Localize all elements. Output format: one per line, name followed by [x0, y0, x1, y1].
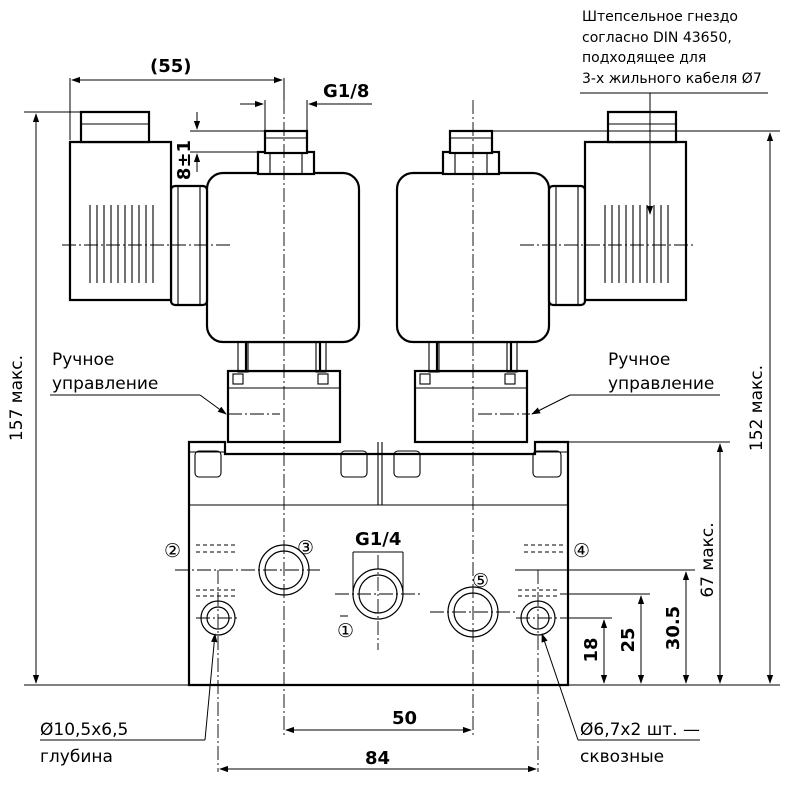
port-5-label: ⑤	[472, 570, 489, 592]
dimension-lines	[24, 76, 780, 773]
dim-84: 84	[365, 748, 390, 769]
dim-30-5: 30.5	[663, 606, 684, 650]
socket-note-line-1: Штепсельное гнездо	[582, 9, 738, 25]
dim-50: 50	[392, 708, 417, 729]
manual-left-line-1: Ручное	[52, 350, 114, 370]
port-1-label: ①	[337, 620, 354, 642]
left-solenoid-valve	[68, 110, 361, 444]
hole-right-line-1: Ø6,7x2 шт. —	[580, 720, 700, 740]
leader-lines	[40, 92, 768, 741]
manual-right-line-2: управление	[608, 374, 714, 394]
socket-note-line-2: согласно DIN 43650,	[582, 30, 732, 46]
manual-left-line-2: управление	[52, 374, 158, 394]
dim-157-max: 157 макс.	[7, 355, 27, 441]
center-lines	[62, 100, 694, 772]
dim-g18: G1/8	[323, 81, 369, 102]
hole-right-line-2: сквозные	[580, 747, 664, 767]
hole-left-line-2: глубина	[40, 747, 113, 767]
dim-25: 25	[618, 627, 639, 652]
dim-18: 18	[581, 637, 602, 662]
dim-55: (55)	[150, 56, 192, 77]
dim-g14: G1/4	[355, 529, 401, 550]
labels: Штепсельное гнездо согласно DIN 43650, п…	[7, 9, 767, 769]
port-4-label: ④	[573, 540, 590, 562]
port-3-label: ③	[297, 537, 314, 559]
dim-152-max: 152 макс.	[747, 365, 767, 451]
socket-note-line-4: 3-х жильного кабеля Ø7	[582, 71, 762, 87]
port-2-label: ②	[164, 540, 181, 562]
socket-note-line-3: подходящее для	[582, 50, 706, 66]
dim-67-max: 67 макс.	[698, 522, 718, 597]
hole-left-line-1: Ø10,5x6,5	[40, 720, 128, 740]
dim-8-pm-1: 8±1	[174, 140, 195, 180]
manual-right-line-1: Ручное	[608, 350, 670, 370]
manifold-base	[187, 440, 570, 687]
